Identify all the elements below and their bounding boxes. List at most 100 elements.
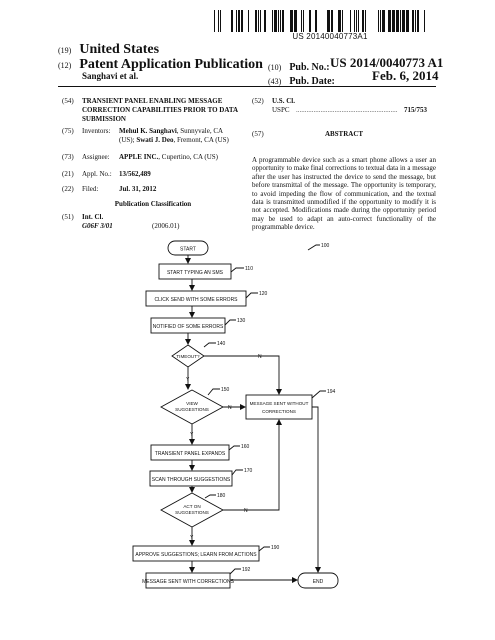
yes-140: Y [186,377,190,383]
header-rule [58,86,436,87]
type-code: (12) [58,61,72,70]
leader-194 [311,390,326,399]
inventors-value: Mehul K. Sanghavi, Sunnyvale, CA (US); S… [119,127,259,145]
uspc-value: 715/753 [404,106,427,114]
abstract-title: ABSTRACT [324,130,364,138]
yes-150: Y [190,432,194,438]
arrow-194-end [312,406,321,573]
decision-150-label-1: VIEW [186,401,198,406]
ref-194: 194 [327,389,336,395]
pub-date-label: Pub. Date: [289,76,335,87]
leader-150 [207,388,220,396]
no-140: N [258,354,262,360]
country-code: (19) [58,46,72,55]
leader-120 [245,292,258,299]
barcode-number: US 20140040773A1 [292,32,368,41]
intcl-label: Int. Cl. [82,213,104,221]
leader-170 [231,469,243,476]
leader-192 [229,568,241,575]
title-code: (54) [62,97,74,105]
ref-140: 140 [217,341,226,347]
intcl-code: (51) [62,213,74,221]
start-label: START [180,247,196,253]
inventor-2-name: Swati J. Deo [136,136,174,144]
inventors-code: (75) [62,127,74,135]
pub-number-code: (10) [268,63,282,72]
inventor-2-location: , Fremont, CA (US) [173,136,229,144]
assignee-name: APPLE INC. [119,153,159,161]
abstract-code: (57) [252,130,264,138]
appl-code: (21) [62,170,74,178]
leader-160 [228,445,240,451]
box-120 [145,290,247,307]
filed-label: Filed: [82,185,99,193]
box-190-label: APPROVE SUGGESTIONS; LEARN FROM ACTIONS [135,552,257,558]
box-160-label: TRANSIENT PANEL EXPANDS [155,451,226,457]
arrow-180-no [223,419,282,511]
leader-110 [230,267,244,273]
inventors-label: Inventors: [82,127,111,135]
leader-130 [224,319,236,326]
box-160 [150,444,230,461]
publication-type-line: (12) Patent Application Publication [58,55,263,73]
intcl-class: G06F 3/01 [82,222,113,230]
inventor-1-location: , Sunnyvale, CA [176,127,224,135]
pub-date-line: (43) Pub. Date: [268,71,335,89]
box-170-label: SCAN THROUGH SUGGESTIONS [152,477,231,483]
pub-date-value: Feb. 6, 2014 [372,68,439,83]
decision-180-label-2: SUGGESTIONS [175,510,209,515]
box-192 [145,572,231,589]
uscl-label: U.S. Cl. [272,97,295,105]
leader-180 [204,494,216,499]
pub-number-value: US 2014/0040773 A1 [330,55,444,70]
leader-140 [203,342,216,348]
ref-190: 190 [271,545,280,551]
box-194-label-1: MESSAGE SENT WITHOUT [250,401,309,406]
no-150: N [228,405,232,411]
appl-number: 13/562,489 [119,170,151,178]
filed-date: Jul. 31, 2012 [119,185,157,193]
ref-160: 160 [241,444,250,450]
pub-number-line: (10) Pub. No.: [268,57,330,75]
uspc-leader-dots: ........................................… [296,106,398,114]
ref-100: 100 [321,243,330,249]
box-194 [245,394,313,420]
ref-192: 192 [242,567,251,573]
assignee-label: Assignee: [82,153,110,161]
assignee-code: (73) [62,153,74,161]
box-192-label: MESSAGE SENT WITH CORRECTIONS [142,579,235,585]
box-194-label-2: CORRECTIONS [262,409,296,414]
uspc-label: USPC [272,106,290,114]
leader-190 [258,546,270,552]
end-label: END [313,579,324,585]
pub-date-code: (43) [268,77,282,86]
country: United States [79,42,160,57]
country-line: (19) United States [58,40,159,58]
box-170 [149,470,233,487]
uscl-code: (52) [252,97,264,105]
decision-180-label-1: ACT ON [183,504,200,509]
box-110-label: START TYPING AN SMS [167,270,224,276]
pub-number-label: Pub. No.: [289,62,330,73]
inventor-1-name: Mehul K. Sanghavi [119,127,177,135]
barcode [214,10,436,32]
assignee-location: , Cupertino, CA (US) [158,153,218,161]
publication-type: Patent Application Publication [79,57,263,72]
assignee-value: APPLE INC., Cupertino, CA (US) [119,153,218,162]
no-180: N [244,508,248,514]
classification-heading: Publication Classification [114,200,192,208]
inventor-1-country: (US); [119,136,135,144]
intcl-date: (2006.01) [152,222,180,230]
ref-110: 110 [245,266,253,272]
arrow-140-no [204,355,282,395]
end-terminal [297,572,339,589]
decision-140-label: TIMEOUT? [176,354,200,359]
leader-100 [307,244,320,251]
ref-180: 180 [217,493,226,499]
abstract-text: A programmable device such as a smart ph… [252,156,436,232]
box-190 [132,545,260,562]
decision-150-label-2: SUGGESTIONS [175,407,209,412]
yes-180: Y [190,535,194,541]
ref-120: 120 [259,291,268,297]
